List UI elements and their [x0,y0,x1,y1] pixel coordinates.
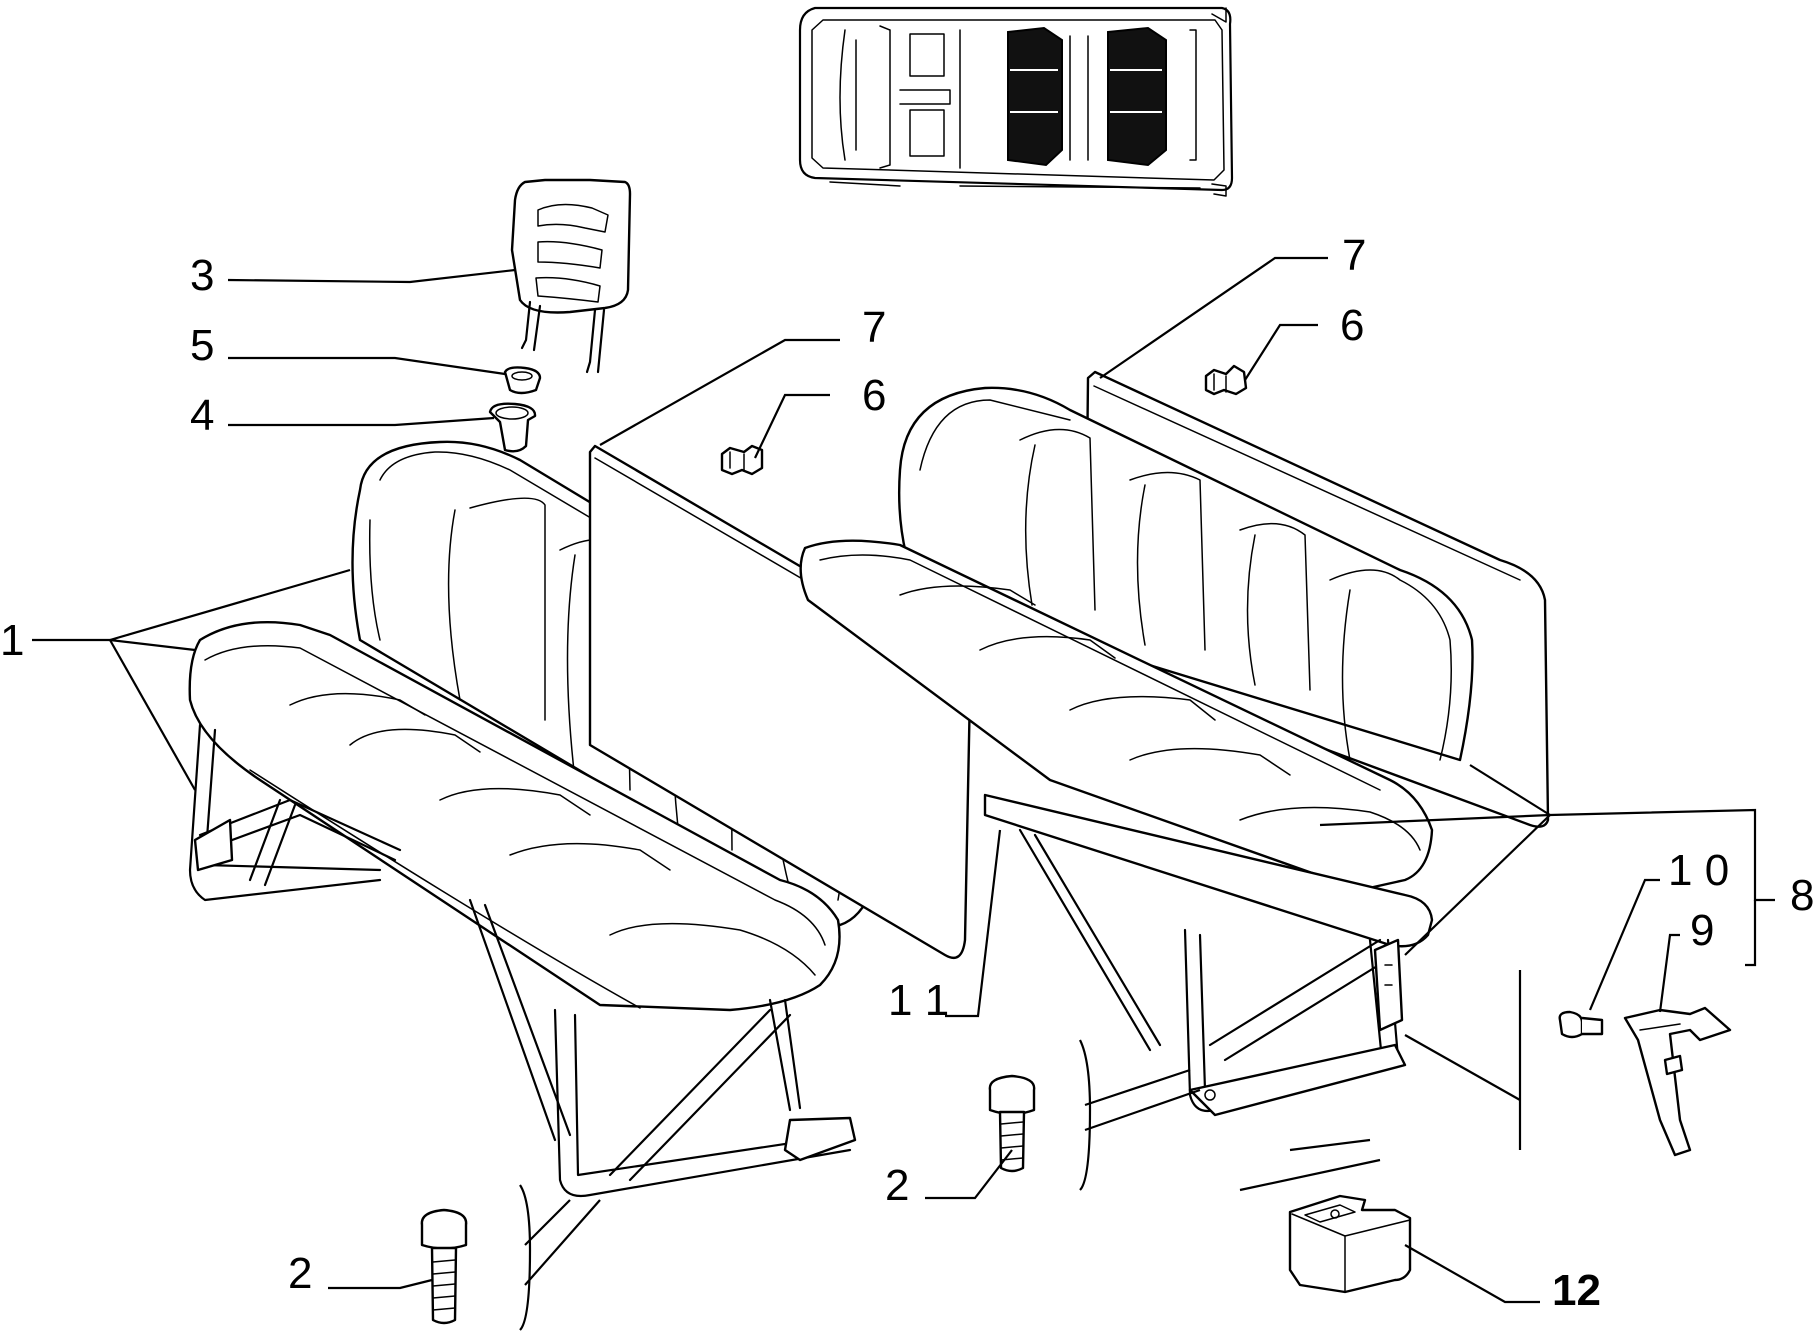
callout-6-right: 6 [1340,301,1364,350]
callout-9: 9 [1690,906,1714,955]
callout-7-right: 7 [1342,231,1366,280]
callout-8: 8 [1790,871,1814,920]
callout-4: 4 [190,391,214,440]
callout-5: 5 [190,321,214,370]
callout-1: 1 [0,616,24,665]
callout-2-left: 2 [288,1249,312,1298]
locking-lever [1623,1006,1732,1157]
leader-lines [32,256,1775,1331]
bolt-icon [988,1074,1036,1173]
headrest [510,178,632,374]
bolt-icon [420,1208,468,1325]
bench-seat-right [799,386,1474,1117]
headrest-guide-sleeve [503,366,542,395]
screw-left [720,444,764,476]
callout-10: 1 0 [1668,846,1729,895]
callout-11: 1 1 [888,976,949,1025]
callout-7-left: 7 [862,303,886,352]
callout-12: 12 [1552,1266,1601,1315]
seat-cover-cap [1288,1194,1412,1294]
callout-6-left: 6 [862,371,886,420]
screw-right [1204,364,1248,396]
small-bolt [1558,1010,1604,1039]
vehicle-top-view-icon [798,6,1234,197]
headrest-bushing [488,402,537,453]
callout-2-right: 2 [885,1161,909,1210]
callout-3: 3 [190,251,214,300]
